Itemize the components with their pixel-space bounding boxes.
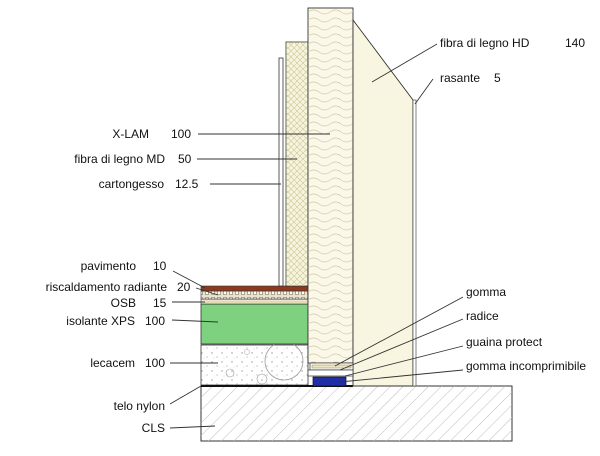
fibra-hd-layer: [352, 18, 414, 387]
label-fibra-hd: fibra di legno HD: [440, 36, 530, 50]
label-cls: CLS: [142, 421, 165, 435]
value-fibra-md: 50: [178, 152, 192, 166]
leader-radice: [339, 318, 464, 371]
value-pavimento: 10: [153, 259, 167, 273]
label-osb: OSB: [111, 296, 136, 310]
value-riscaldamento: 20: [177, 280, 191, 294]
leader-pavimento: [172, 270, 206, 289]
leader-xps: [171, 319, 219, 323]
label-riscaldamento: riscaldamento radiante: [46, 280, 168, 294]
leader-telo: [169, 385, 202, 405]
label-guaina: guaina protect: [466, 335, 543, 349]
value-cartongesso: 12.5: [175, 177, 199, 191]
cartongesso-layer: [278, 57, 284, 287]
lecacem-pebble: [244, 349, 250, 355]
leader-fibra-hd: [371, 43, 438, 83]
lecacem-pebble: [256, 373, 268, 385]
label-gomma: gomma: [466, 285, 506, 299]
label-telo: telo nylon: [114, 399, 165, 413]
lecacem-pebble: [225, 368, 235, 378]
rasante-layer: [412, 99, 417, 387]
leader-cls: [169, 425, 216, 429]
label-cartongesso: cartongesso: [99, 177, 165, 191]
leader-riscaldamento: [195, 287, 219, 296]
fibra-md-texture: [286, 42, 308, 286]
value-xlam: 100: [171, 127, 191, 141]
label-lecacem: lecacem: [90, 356, 135, 370]
pavimento-layer: [200, 285, 309, 292]
value-lecacem: 100: [145, 356, 165, 370]
label-fibra-md: fibra di legno MD: [74, 152, 165, 166]
label-rasante: rasante: [440, 71, 480, 85]
xps-layer: [200, 303, 309, 345]
value-fibra-hd: 140: [565, 36, 585, 50]
label-radice: radice: [466, 309, 499, 323]
value-xps: 100: [145, 314, 165, 328]
radice-inner: [311, 364, 352, 369]
cls-hatch: [201, 386, 512, 441]
label-xps: isolante XPS: [66, 314, 135, 328]
label-xlam: X-LAM: [112, 127, 149, 141]
leader-gomma: [334, 296, 464, 367]
label-gomma-inc: gomma incomprimibile: [466, 359, 586, 373]
leader-guaina: [344, 345, 464, 377]
value-rasante: 5: [494, 71, 501, 85]
leader-rasante: [414, 78, 434, 105]
guaina-protect: [307, 369, 354, 377]
value-osb: 15: [153, 296, 167, 310]
label-pavimento: pavimento: [81, 259, 137, 273]
osb-layer: [200, 298, 309, 305]
xlam-texture: [308, 8, 353, 363]
lecacem-texture: [201, 345, 308, 385]
leader-gomma-inc: [339, 369, 464, 383]
